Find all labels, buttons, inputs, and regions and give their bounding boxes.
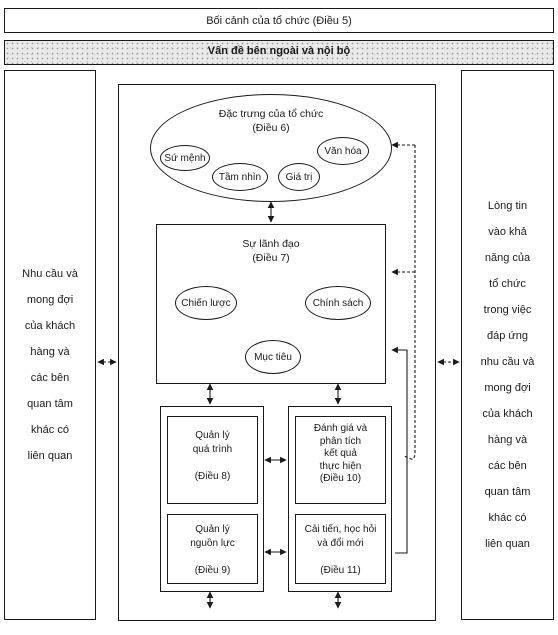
feedback-loop-vertical	[403, 145, 416, 460]
evaluation-box: Đánh giá và phân tích kết quả thực hiện …	[295, 416, 386, 504]
strategy-label: Chiến lược	[181, 297, 231, 309]
objectives-label: Mục tiêu	[254, 351, 292, 363]
objectives-ellipse: Mục tiêu	[245, 340, 301, 374]
issues-band: Vấn đề bên ngoài và nội bộ	[4, 40, 554, 65]
leadership-title: Sự lãnh đạo (Điều 7)	[242, 238, 300, 265]
process-mgmt-label: Quản lý quá trình (Điều 8)	[192, 430, 233, 482]
context-banner: Bối cảnh của tổ chức (Điều 5)	[4, 8, 554, 33]
characteristics-title: Đặc trưng của tổ chức (Điều 6)	[218, 108, 324, 135]
culture-ellipse: Văn hóa	[317, 137, 369, 165]
improvement-return	[391, 346, 408, 554]
process-mgmt-box: Quản lý quá trình (Điều 8)	[167, 416, 258, 504]
resource-mgmt-box: Quản lý nguồn lực (Điều 9)	[167, 514, 258, 584]
mission-ellipse: Sứ mệnh	[160, 145, 210, 171]
stakeholder-needs-panel: Nhu cầu và mong đợi của khách hàng và cá…	[4, 70, 96, 620]
values-ellipse: Giá trị	[278, 163, 320, 191]
evaluation-label: Đánh giá và phân tích kết quả thực hiện …	[313, 423, 368, 484]
resource-mgmt-label: Quản lý nguồn lực (Điều 9)	[190, 524, 235, 576]
mission-label: Sứ mệnh	[164, 152, 206, 164]
strategy-ellipse: Chiến lược	[175, 286, 237, 320]
confidence-panel: Lòng tin vào khả năng của tổ chức trong …	[461, 70, 554, 620]
confidence-label: Lòng tin vào khả năng của tổ chức trong …	[480, 200, 535, 550]
values-label: Giá trị	[285, 171, 313, 183]
policy-label: Chính sách	[312, 297, 364, 309]
policy-ellipse: Chính sách	[305, 286, 371, 320]
improvement-label: Cải tiến, học hỏi và đổi mới (Điều 11)	[304, 524, 377, 576]
issues-band-label: Vấn đề bên ngoài và nội bộ	[207, 45, 351, 57]
vision-label: Tầm nhìn	[218, 171, 262, 183]
vision-ellipse: Tầm nhìn	[212, 163, 268, 191]
culture-label: Văn hóa	[324, 145, 362, 157]
context-banner-label: Bối cảnh của tổ chức (Điều 5)	[206, 15, 352, 27]
improvement-box: Cải tiến, học hỏi và đổi mới (Điều 11)	[295, 514, 386, 584]
stakeholder-needs-label: Nhu cầu và mong đợi của khách hàng và cá…	[22, 268, 78, 462]
